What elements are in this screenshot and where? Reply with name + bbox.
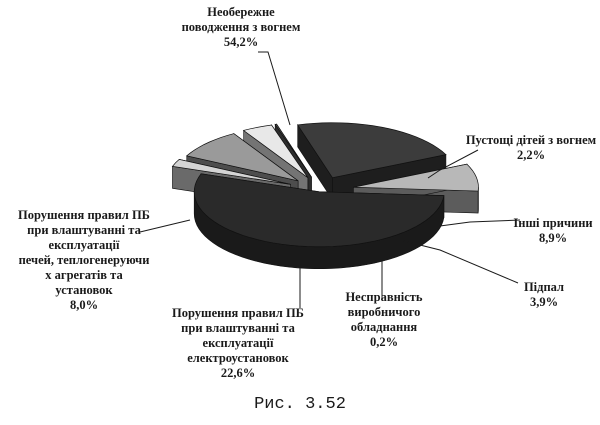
leader-line-careless — [258, 51, 291, 126]
pie-slice-careless — [193, 173, 445, 270]
pie-top-other — [185, 133, 299, 182]
slice-label-arson: Підпал 3,9% — [523, 280, 565, 309]
slice-label-other: Інші причини 8,9% — [513, 216, 593, 245]
leader-line-stoves — [139, 219, 191, 233]
pie-top-stoves — [353, 163, 479, 192]
figure-caption: Рис. 3.52 — [254, 395, 346, 414]
slice-label-electrical: Порушення правил ПБ при влаштуванні та е… — [172, 306, 304, 380]
pie-top-arson — [242, 124, 309, 178]
pie-top-careless — [193, 173, 445, 248]
slice-label-equipment: Несправність виробничого обладнання 0,2% — [345, 290, 423, 349]
slice-label-careless: Необережне поводження з вогнем 54,2% — [181, 5, 301, 49]
leader-line-arson — [399, 239, 519, 284]
pie-top-equipment — [274, 123, 312, 178]
leader-line-other — [424, 219, 521, 229]
slice-label-stoves: Порушення правил ПБ при влаштуванні та е… — [18, 208, 150, 312]
slice-label-children: Пустощі дітей з вогнем 2,2% — [465, 133, 597, 162]
leader-line-children — [427, 149, 479, 179]
pie-top-electrical — [297, 122, 447, 179]
pie-top-children — [171, 158, 291, 185]
